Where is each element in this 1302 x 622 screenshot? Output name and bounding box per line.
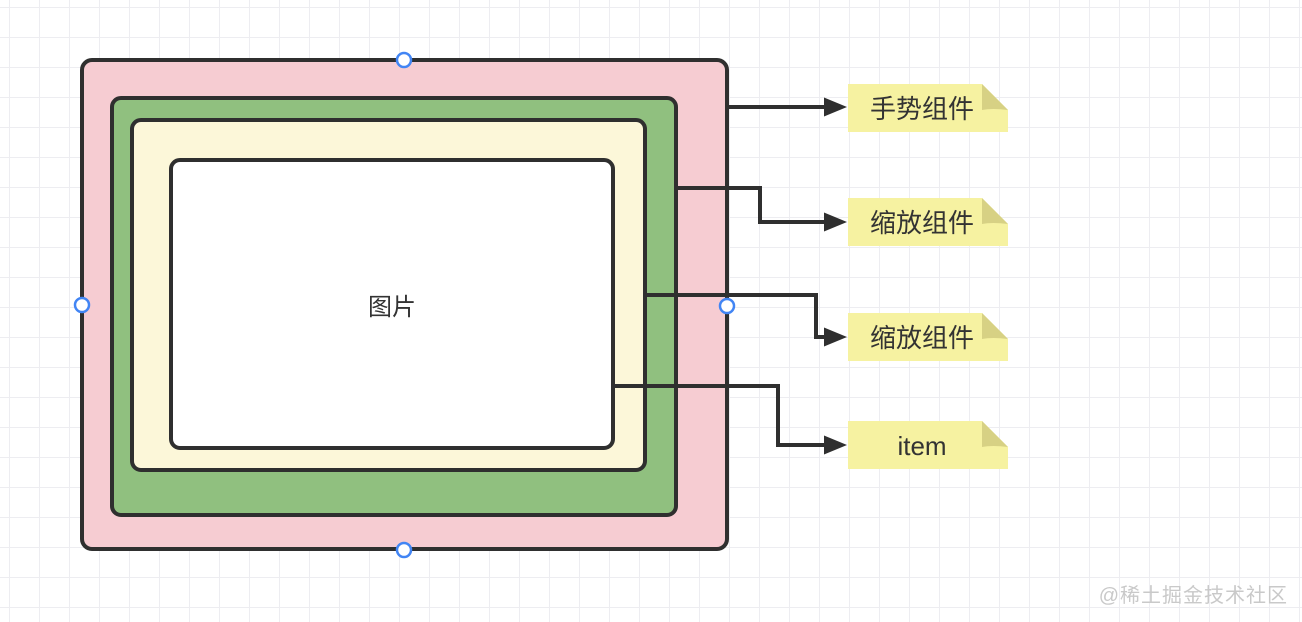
arrowhead-icon bbox=[824, 435, 847, 455]
note-body bbox=[848, 313, 1008, 361]
note-label: 缩放组件 bbox=[870, 208, 974, 238]
watermark: @稀土掘金技术社区 bbox=[1098, 585, 1288, 607]
note-gesture-component[interactable]: 手势组件 bbox=[848, 84, 1008, 132]
note-fold-corner-icon bbox=[982, 421, 1008, 447]
arrow-to-gesture-note[interactable] bbox=[725, 97, 847, 117]
arrowhead-icon bbox=[824, 97, 847, 117]
arrow-line bbox=[611, 384, 826, 447]
item-image-shape[interactable] bbox=[169, 158, 615, 450]
note-label: item bbox=[897, 431, 946, 461]
selection-handle-right[interactable] bbox=[718, 297, 736, 315]
selection-handle-bottom[interactable] bbox=[395, 541, 413, 559]
note-body bbox=[848, 421, 1008, 469]
note-body bbox=[848, 84, 1008, 132]
note-item[interactable]: item bbox=[848, 421, 1008, 469]
note-fold-corner-icon bbox=[982, 313, 1008, 339]
arrow-line bbox=[643, 293, 826, 339]
arrow-to-item-note[interactable] bbox=[611, 384, 847, 455]
selection-handle-top[interactable] bbox=[395, 51, 413, 69]
arrow-to-scale-outer-note[interactable] bbox=[674, 186, 847, 232]
note-fold-corner-icon bbox=[982, 84, 1008, 110]
selection-handle-left[interactable] bbox=[73, 296, 91, 314]
arrowhead-icon bbox=[824, 327, 847, 347]
note-label: 缩放组件 bbox=[870, 323, 974, 353]
image-label: 图片 bbox=[368, 294, 416, 321]
arrowhead-icon bbox=[824, 212, 847, 232]
note-body bbox=[848, 198, 1008, 246]
note-label: 手势组件 bbox=[870, 94, 974, 124]
note-fold-corner-icon bbox=[982, 198, 1008, 224]
note-scale-component-inner[interactable]: 缩放组件 bbox=[848, 313, 1008, 361]
arrow-line bbox=[674, 186, 826, 224]
note-scale-component-outer[interactable]: 缩放组件 bbox=[848, 198, 1008, 246]
arrow-to-scale-inner-note[interactable] bbox=[643, 293, 847, 347]
